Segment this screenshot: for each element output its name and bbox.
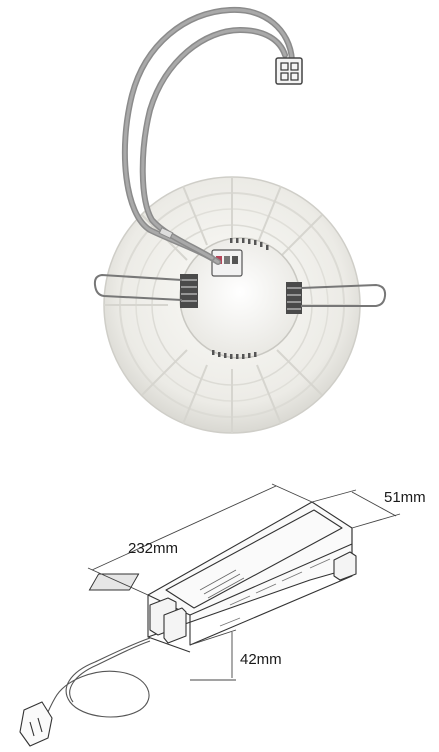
driver-cable: [39, 637, 151, 731]
dimension-lines: [87, 483, 401, 681]
cable-plug: [275, 57, 303, 85]
downlight-photo: [93, 6, 387, 434]
driver-dimension-drawing: 232mm 51mm 42mm: [0, 440, 439, 752]
length-dimension-label: 232mm: [128, 540, 178, 557]
driver-line-drawing: 232mm 51mm 42mm: [19, 483, 426, 747]
downlight-illustration: [93, 6, 387, 434]
width-dimension-label: 51mm: [384, 489, 426, 506]
mains-plug: [19, 701, 53, 747]
right-spring-clip: [286, 282, 387, 314]
height-dimension-label: 42mm: [240, 651, 282, 668]
driver-box: [88, 501, 357, 653]
power-cable: [121, 6, 295, 265]
left-spring-clip: [93, 273, 198, 308]
